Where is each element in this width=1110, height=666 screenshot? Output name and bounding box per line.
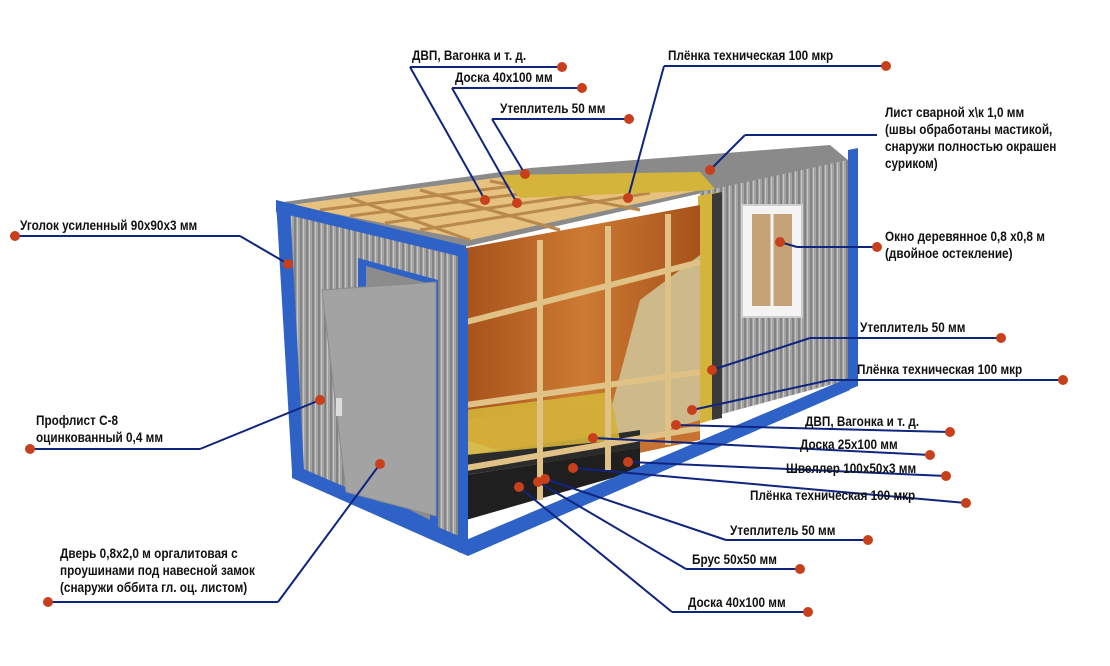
- door-leaf[interactable]: [321, 281, 437, 517]
- front-frame-right: [458, 248, 468, 555]
- label-window: Окно деревянное 0,8 х0,8 м (двойное осте…: [885, 228, 1045, 262]
- label-corner: Уголок усиленный 90x90x3 мм: [20, 217, 198, 233]
- label-film-wall: Плёнка техническая 100 мкр: [857, 361, 1023, 377]
- wall-frame-grid: [465, 214, 701, 500]
- wall-frame-post: [712, 192, 722, 420]
- label-insulation-floor: Утеплитель 50 мм: [730, 522, 836, 538]
- right-wall-frame: [848, 148, 858, 390]
- front-frame-top: [276, 200, 466, 258]
- label-door: Дверь 0,8x2,0 м оргалитовая с проушинами…: [60, 545, 255, 596]
- floor-base: [466, 448, 640, 520]
- label-dvp-top: ДВП, Вагонка и т. д.: [412, 47, 527, 63]
- label-profile-line-2: оцинкованный 0,4 мм: [36, 429, 164, 445]
- label-roof-sheet-line-2: (швы обработаны мастикой,: [885, 121, 1053, 137]
- leader-dots: [10, 61, 1068, 617]
- label-roof-sheet-line-4: суриком): [885, 155, 938, 171]
- label-insulation-top: Утеплитель 50 мм: [500, 100, 606, 116]
- label-profile: Профлист С-8 оцинкованный 0,4 мм: [36, 412, 163, 446]
- front-frame-bottom: [292, 464, 468, 556]
- label-profile-line-1: Профлист С-8: [36, 412, 119, 428]
- osb-panel: [600, 255, 700, 450]
- label-film-floor: Плёнка техническая 100 мкр: [750, 487, 916, 503]
- label-beam: Брус 50x50 мм: [692, 551, 777, 567]
- leader-lines: [10, 65, 1063, 613]
- label-roof-sheet-line-1: Лист сварной х\к 1,0 мм: [885, 104, 1025, 120]
- label-window-line-1: Окно деревянное 0,8 х0,8 м: [885, 228, 1045, 244]
- roof-joist-lines: [319, 179, 651, 242]
- label-door-line-1: Дверь 0,8x2,0 м оргалитовая с: [60, 545, 238, 561]
- label-board-top: Доска 40x100 мм: [455, 69, 553, 85]
- door-handle[interactable]: [336, 398, 342, 416]
- label-roof-sheet: Лист сварной х\к 1,0 мм (швы обработаны …: [885, 104, 1056, 172]
- label-board-floor: Доска 25x100 мм: [800, 436, 898, 452]
- label-roof-sheet-line-3: снаружи полностью окрашен: [885, 138, 1057, 154]
- label-door-line-2: проушинами под навесной замок: [60, 562, 255, 578]
- roof-insulation: [500, 172, 716, 198]
- label-insulation-wall: Утеплитель 50 мм: [860, 319, 966, 335]
- bottom-frame: [466, 378, 850, 556]
- label-board-bottom: Доска 40x100 мм: [688, 594, 786, 610]
- label-channel: Швеллер 100x50x3 мм: [786, 460, 917, 476]
- front-frame-left: [276, 200, 304, 472]
- label-dvp-wall: ДВП, Вагонка и т. д.: [805, 413, 920, 429]
- label-film-top: Плёнка техническая 100 мкр: [668, 47, 834, 63]
- label-window-line-2: (двойное остекление): [885, 245, 1013, 261]
- label-door-line-3: (снаружи оббита гл. оц. листом): [60, 579, 248, 595]
